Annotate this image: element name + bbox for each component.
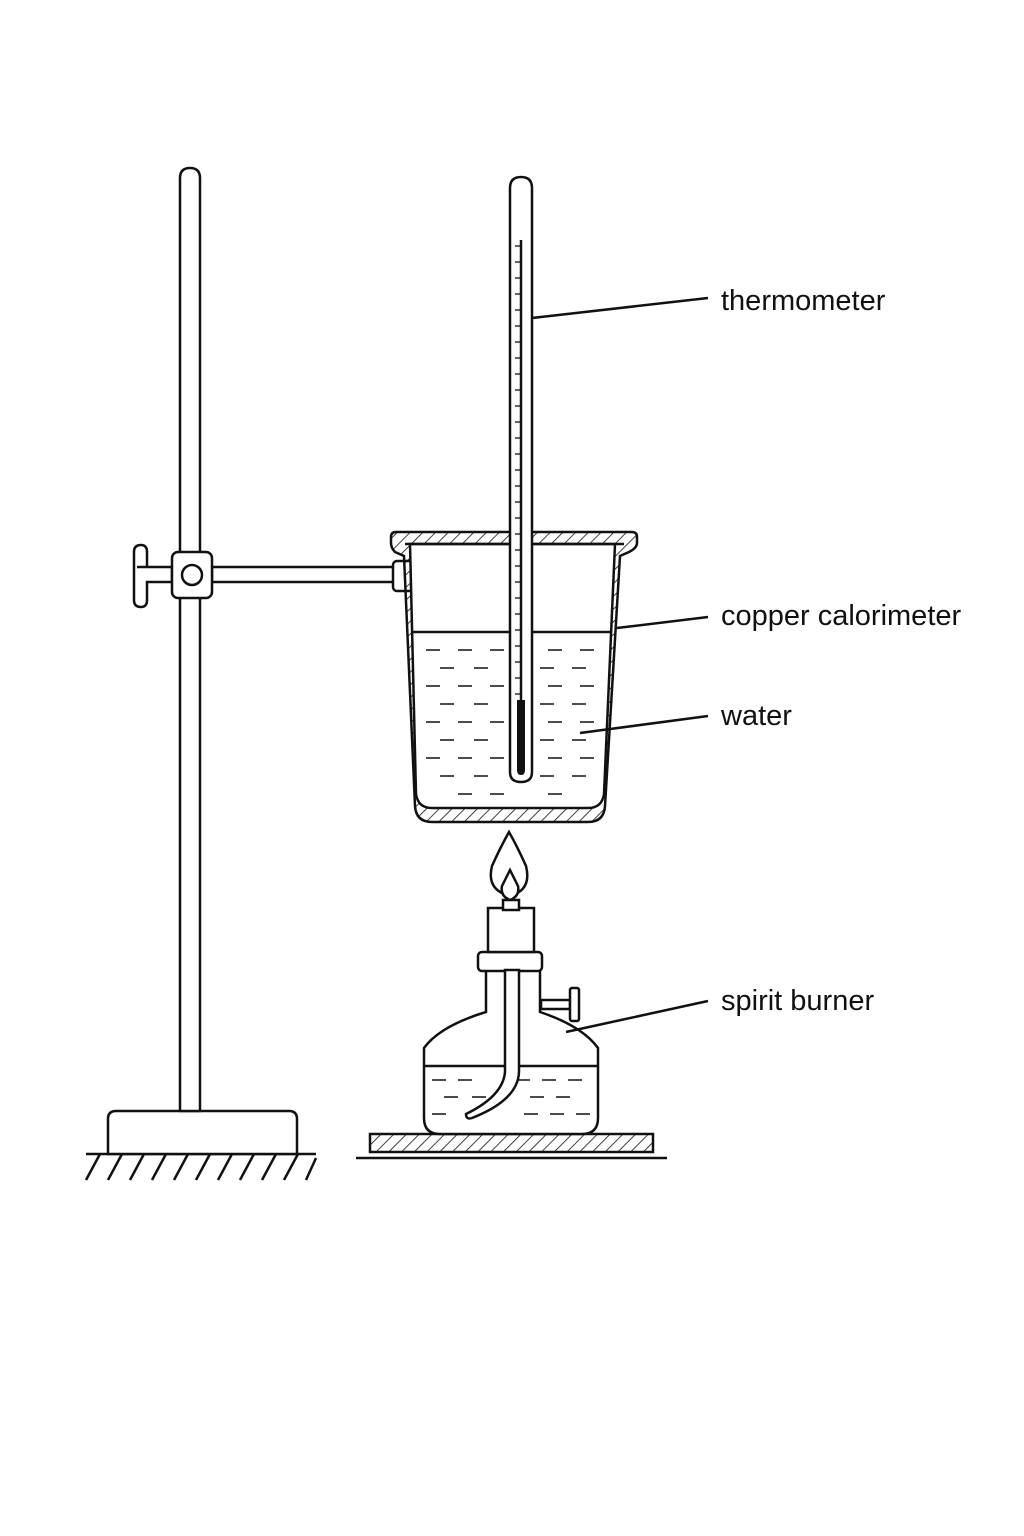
stand-ground-hatch [84, 1152, 318, 1181]
boss-screw [180, 563, 204, 587]
leader-water [579, 714, 709, 735]
retort-stand [84, 166, 415, 1181]
label-spirit-burner: spirit burner [721, 985, 874, 1017]
water [426, 649, 594, 795]
thermometer-bulb [517, 700, 525, 775]
label-copper-calorimeter: copper calorimeter [721, 600, 961, 632]
burner-plate [368, 1132, 655, 1154]
stand-base [106, 1109, 299, 1156]
clamp-screw-knob [132, 543, 174, 609]
stand-rod [178, 166, 202, 1113]
label-water: water [720, 700, 792, 732]
clamp-arm [210, 565, 398, 584]
leader-thermometer [531, 296, 709, 320]
thermometer-scale [515, 245, 521, 695]
inner-flame [500, 867, 520, 902]
leader-lines [531, 296, 709, 1034]
leader-burner [565, 999, 709, 1034]
label-thermometer: thermometer [721, 285, 886, 317]
wick [464, 968, 521, 1120]
spirit-burner [356, 829, 667, 1160]
flame [489, 829, 529, 898]
leader-calorimeter [616, 615, 709, 630]
thermometer [508, 175, 534, 784]
wick-holder [486, 906, 536, 954]
burner-side-screw [539, 998, 572, 1011]
burner-collar [476, 950, 544, 973]
